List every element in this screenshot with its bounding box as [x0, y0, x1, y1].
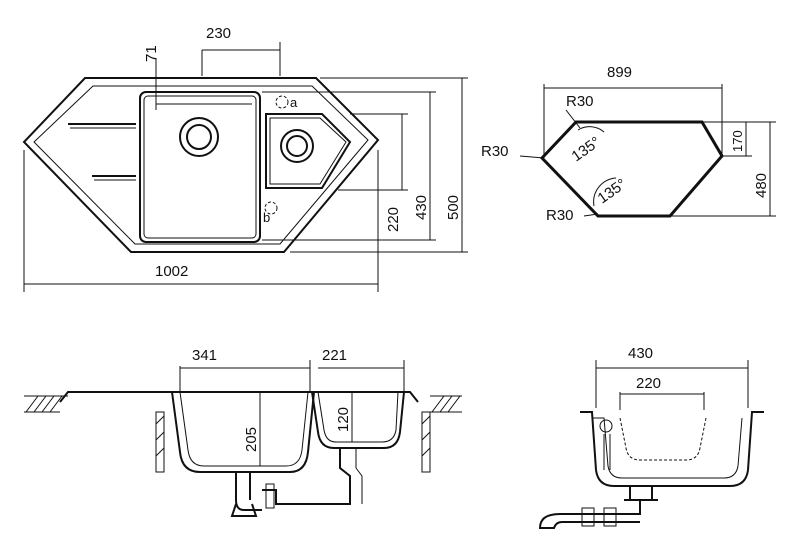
cutout-outline	[539, 120, 724, 218]
angle-bottom: 135°	[595, 176, 630, 208]
dim-205: 205	[243, 427, 260, 452]
dim-221: 221	[322, 347, 347, 364]
end-dim-430: 430	[628, 345, 653, 362]
tap-hole-a	[275, 95, 289, 109]
small-bowl	[265, 113, 352, 189]
tap-label-b: b	[263, 210, 270, 225]
end-dim-220: 220	[636, 375, 661, 392]
side-sink-rim	[59, 391, 419, 403]
end-overflow	[599, 419, 613, 433]
side-drain-pipe	[230, 472, 262, 517]
small-drain	[280, 129, 314, 163]
dim-430: 430	[413, 195, 430, 220]
side-section: 341 221 205 120	[24, 347, 462, 517]
dim-170: 170	[730, 130, 745, 152]
dim-220: 220	[385, 207, 402, 232]
counter-hatch-right	[431, 395, 461, 413]
end-drain-pipe	[538, 486, 658, 529]
radius-top: R30	[566, 93, 594, 110]
main-bowl	[139, 91, 261, 243]
dim-500: 500	[445, 195, 462, 220]
radius-bottom: R30	[546, 207, 574, 224]
main-drain	[179, 117, 219, 157]
angle-top: 135°	[569, 134, 604, 166]
dim-341: 341	[192, 347, 217, 364]
dim-480: 480	[753, 173, 770, 198]
dim-1002: 1002	[155, 263, 188, 280]
end-bowl-inner	[619, 417, 707, 461]
tap-hole-b	[264, 201, 278, 215]
end-section: 430 220	[538, 345, 764, 529]
dim-71: 71	[143, 45, 160, 62]
dim-120: 120	[335, 407, 352, 432]
cutout-view: 899 R30 135° R30 135° R30 170 480	[481, 64, 776, 224]
side-small-bowl	[311, 391, 405, 449]
radius-left: R30	[481, 143, 509, 160]
sink-outline	[22, 77, 380, 253]
counter-hatch-left	[25, 395, 63, 413]
dim-899: 899	[607, 64, 632, 81]
top-view: a b 230 71 1002 220 430 500	[22, 25, 468, 292]
side-main-bowl	[171, 391, 315, 473]
end-bowl-outer	[580, 411, 764, 487]
sink-rim-inner	[33, 85, 369, 245]
tap-label-a: a	[290, 95, 298, 110]
dim-230: 230	[206, 25, 231, 42]
